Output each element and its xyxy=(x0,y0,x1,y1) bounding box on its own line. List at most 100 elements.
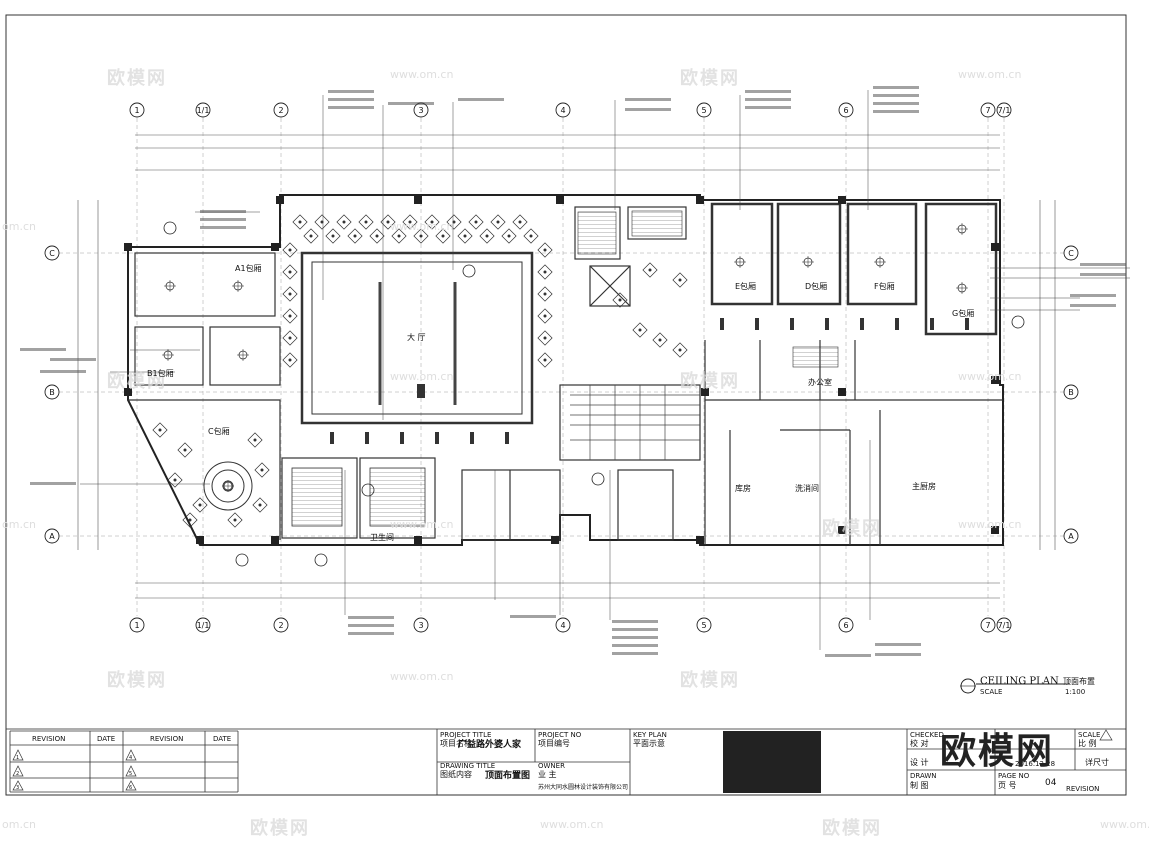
annotation-note xyxy=(388,102,434,105)
column xyxy=(838,526,846,534)
annotation-note xyxy=(612,644,658,647)
interior-walls xyxy=(128,202,1003,545)
decor-pendant xyxy=(512,214,528,230)
grid-bubble xyxy=(838,617,854,633)
watermark-brand: 欧模网 xyxy=(680,670,740,691)
room-label-e: E包厢 xyxy=(735,282,757,291)
downlight xyxy=(956,282,968,294)
grid-bubble-label: 1/1 xyxy=(197,106,210,115)
grid-bubble-label: 2 xyxy=(278,621,283,630)
room-label-wash: 洗消间 xyxy=(795,484,819,493)
watermark-brand: 欧模网 xyxy=(107,371,167,392)
project-no-cn: 项目编号 xyxy=(538,739,570,748)
annotation-note xyxy=(745,98,791,101)
brand-logo-text: 欧模网 xyxy=(940,731,1055,772)
grid-bubble xyxy=(273,102,289,118)
watermark-url: www.om.cn xyxy=(390,68,454,81)
annotation-note xyxy=(348,616,394,619)
watermark-url: www.om.cn xyxy=(390,220,454,233)
date-header: DATE xyxy=(97,735,116,743)
decor-pendant xyxy=(672,342,688,358)
rev-mark: 5 xyxy=(129,771,133,777)
column xyxy=(271,536,279,544)
grid-bubble xyxy=(129,102,145,118)
decor-pendant xyxy=(192,497,208,513)
project-name: 广益路外婆人家 xyxy=(458,740,522,750)
decor-pendant xyxy=(336,214,352,230)
grid-bubble-label: C xyxy=(49,249,55,258)
annotation-note xyxy=(200,226,246,229)
annotation-note xyxy=(873,86,919,89)
grid-bubble-label: 4 xyxy=(560,621,565,630)
watermark-url: om.cn xyxy=(2,518,36,531)
grid-bubble xyxy=(273,617,289,633)
grid-bubble xyxy=(1063,528,1079,544)
wall-light xyxy=(825,318,829,330)
column xyxy=(551,536,559,544)
annotation-note xyxy=(873,102,919,105)
decor-pendant xyxy=(292,214,308,230)
grid-bubble-label: B xyxy=(49,388,55,397)
title-block xyxy=(5,728,1127,796)
decor-pendant xyxy=(537,264,553,280)
annotation-note xyxy=(873,110,919,113)
decor-pendant xyxy=(282,286,298,302)
decor-pendant xyxy=(391,228,407,244)
date-value: 2016.12.28 xyxy=(1015,760,1056,768)
decor-pendant xyxy=(167,472,183,488)
watermark-url: www.om.cn xyxy=(390,670,454,683)
decor-pendant xyxy=(282,330,298,346)
watermark-url: www.om.cn xyxy=(958,518,1022,531)
decor-pendant xyxy=(358,214,374,230)
room-label-g: G包厢 xyxy=(952,309,975,318)
room-label-hall: 大 厅 xyxy=(407,333,426,342)
room-label-storage: 库房 xyxy=(735,484,751,493)
column xyxy=(696,196,704,204)
decor-pendant xyxy=(468,214,484,230)
grid-bubble-label: 7 xyxy=(985,621,990,630)
annotation-note xyxy=(1070,304,1116,307)
revision-triangles xyxy=(12,729,1113,791)
decor-pendant xyxy=(402,214,418,230)
decor-pendant xyxy=(413,228,429,244)
grid-bubble-label: 1 xyxy=(134,621,139,630)
watermark-brand: 欧模网 xyxy=(107,68,167,89)
wall-light xyxy=(330,432,334,444)
decor-pendant xyxy=(537,352,553,368)
annotation-note xyxy=(625,98,671,101)
column xyxy=(991,376,999,384)
grid-bubble xyxy=(980,102,996,118)
bar-ceiling-grid xyxy=(570,385,700,460)
grid-bubble xyxy=(195,617,211,633)
wall-light xyxy=(755,318,759,330)
watermark-url: www.om.cn xyxy=(1100,818,1149,831)
column xyxy=(838,388,846,396)
decor-pendant xyxy=(254,462,270,478)
grid-bubble xyxy=(980,617,996,633)
wall-light xyxy=(965,318,969,330)
column xyxy=(991,526,999,534)
downlight xyxy=(237,349,249,361)
downlight xyxy=(956,223,968,235)
grid-bubble xyxy=(996,617,1012,633)
annotation-note xyxy=(50,358,96,361)
watermark-url: www.om.cn xyxy=(958,68,1022,81)
annotation-note xyxy=(612,652,658,655)
rev-mark: 1 xyxy=(16,755,20,761)
grid-bubble xyxy=(555,102,571,118)
downlight xyxy=(874,256,886,268)
watermark-url: www.om.cn xyxy=(958,370,1022,383)
decor-pendant xyxy=(537,308,553,324)
decor-pendant xyxy=(537,242,553,258)
company-name: 苏州大同水圆林设计装饰有限公司 xyxy=(538,784,629,791)
building-walls xyxy=(127,194,1004,546)
grid-bubble-label: 6 xyxy=(843,621,848,630)
project-title-label: PROJECT TITLE xyxy=(440,731,492,739)
decor-pendant xyxy=(490,214,506,230)
watermark-brand: 欧模网 xyxy=(107,670,167,691)
drawing-content-label: 图纸内容 xyxy=(440,770,472,779)
column xyxy=(414,536,422,544)
hatched-ceilings xyxy=(291,210,839,527)
right-dimensions xyxy=(1039,200,1056,550)
